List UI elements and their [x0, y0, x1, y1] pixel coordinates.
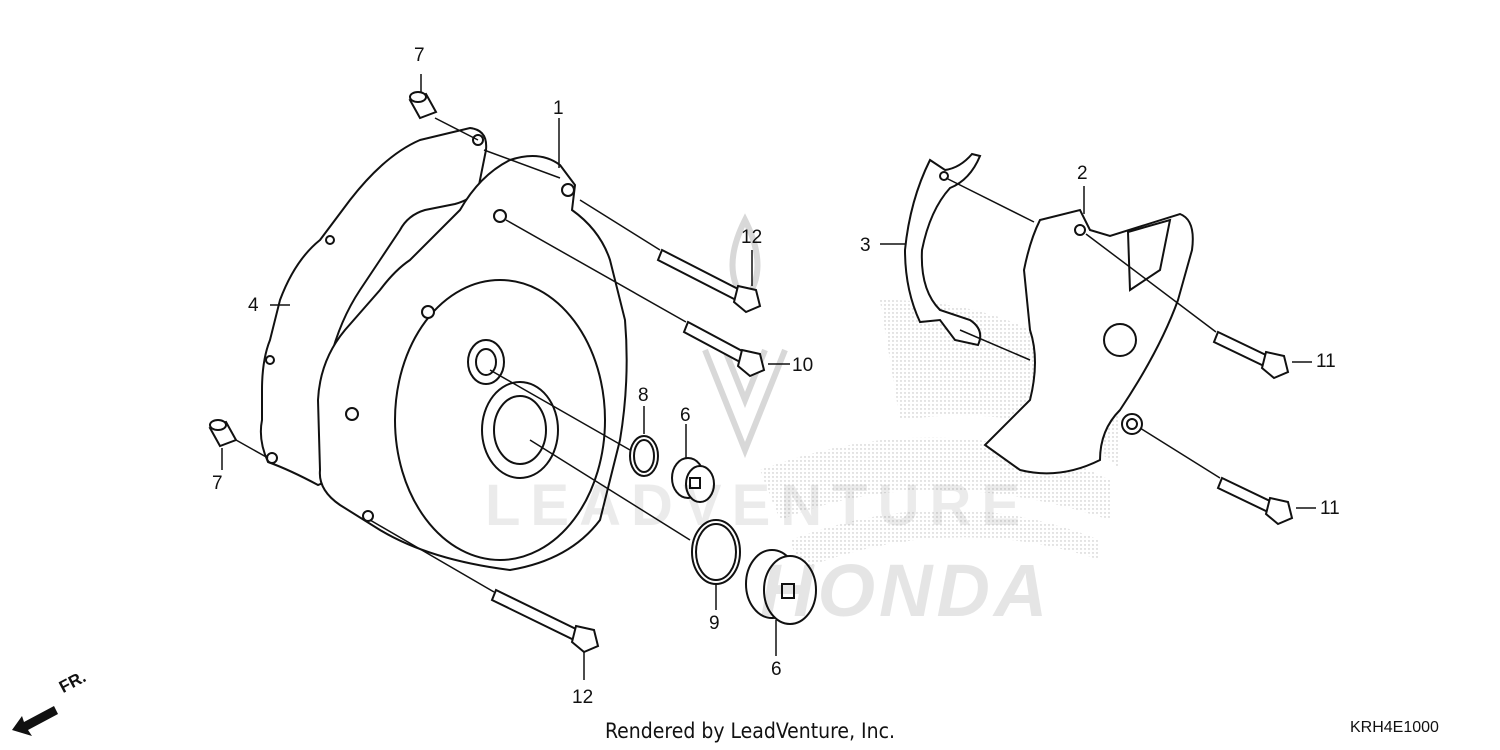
dowel-pin-bottom — [208, 419, 238, 448]
o-ring-8 — [629, 435, 659, 477]
callout-5[interactable]: 6 — [680, 405, 691, 426]
callout-11-top[interactable]: 11 — [1316, 351, 1336, 372]
front-direction-arrow — [12, 706, 58, 736]
cap-5 — [671, 457, 715, 503]
bolt-11-bottom — [1216, 476, 1294, 526]
diagram-code: KRH4E1000 — [1350, 719, 1439, 736]
callout-1[interactable]: 1 — [553, 98, 564, 119]
rendered-by-credit: Rendered by LeadVenture, Inc. — [605, 719, 895, 743]
bolt-11-top — [1212, 330, 1290, 380]
watermark-leadventure-text: LEADVENTURE — [485, 473, 1031, 538]
callout-12-bottom[interactable]: 12 — [572, 687, 594, 708]
bolt-12-bottom — [490, 588, 600, 654]
watermark-honda-text: HONDA — [760, 549, 1052, 632]
crankcase-cover — [316, 155, 628, 572]
callout-6[interactable]: 6 — [771, 659, 782, 680]
leader-lines — [221, 74, 1316, 680]
callout-9[interactable]: 9 — [709, 613, 720, 634]
bolt-10 — [682, 320, 766, 378]
callout-12-top[interactable]: 12 — [741, 227, 763, 248]
callout-3[interactable]: 3 — [860, 235, 871, 256]
dowel-pin-top — [408, 91, 438, 120]
callout-7-bottom[interactable]: 7 — [212, 473, 223, 494]
callout-8[interactable]: 8 — [638, 385, 649, 406]
callout-7-top[interactable]: 7 — [414, 45, 425, 66]
callout-10[interactable]: 10 — [792, 355, 814, 376]
watermark-flame — [702, 213, 788, 459]
cap-6 — [745, 549, 817, 625]
bolt-12-top — [656, 248, 762, 314]
callout-4[interactable]: 4 — [248, 295, 259, 316]
callout-11-bottom[interactable]: 11 — [1320, 498, 1340, 519]
callout-2[interactable]: 2 — [1077, 163, 1088, 184]
